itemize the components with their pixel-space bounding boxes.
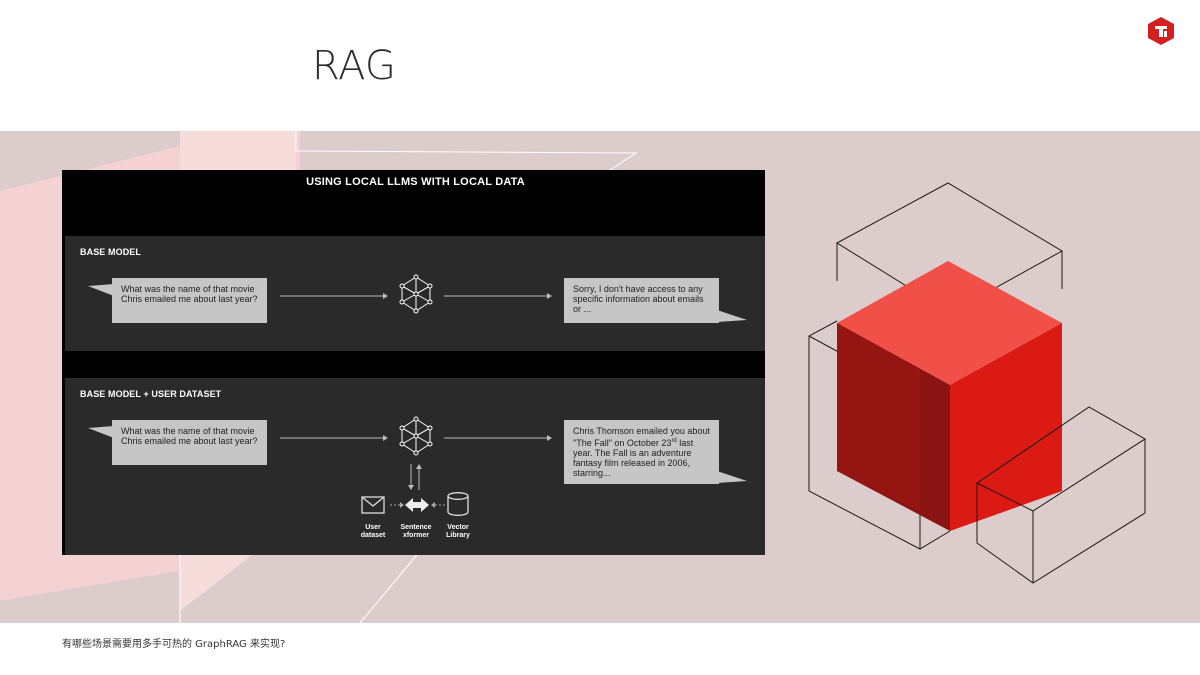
dotted-arrow-icon <box>390 502 404 508</box>
section-label: BASE MODEL + USER DATASET <box>80 389 222 399</box>
speech-tail-icon <box>88 284 114 296</box>
rag-section: BASE MODEL + USER DATASET What was the n… <box>65 378 765 555</box>
dotted-arrow-icon <box>431 502 445 508</box>
slide-title: RAG <box>312 43 396 89</box>
question-bubble: What was the name of that movie Chris em… <box>112 420 267 465</box>
arrow-right-icon <box>280 435 388 441</box>
answer-bubble: Sorry, I don't have access to any specif… <box>564 278 719 323</box>
speech-tail-icon <box>717 471 747 483</box>
envelope-icon <box>361 496 385 514</box>
content-band: USING LOCAL LLMS WITH LOCAL DATA BASE MO… <box>0 131 1200 623</box>
isometric-cube-illustration <box>808 182 1146 584</box>
rag-diagram-panel: USING LOCAL LLMS WITH LOCAL DATA BASE MO… <box>62 170 765 555</box>
brand-logo-icon <box>1148 17 1174 45</box>
pipeline-label-user-dataset: User dataset <box>360 524 386 539</box>
speech-tail-icon <box>88 426 114 438</box>
pipeline-label-vector-library: Vector Library <box>446 524 470 539</box>
answer-text: Chris Thomson emailed you about "The Fal… <box>573 426 710 448</box>
arrow-right-icon <box>444 293 552 299</box>
double-arrow-icon <box>405 498 429 512</box>
neural-network-icon <box>399 274 433 314</box>
bidirectional-arrows-icon <box>408 464 422 490</box>
panel-title: USING LOCAL LLMS WITH LOCAL DATA <box>306 176 525 188</box>
slide-footer: 有哪些场景需要用多手可热的 GraphRAG 来实现? <box>62 639 286 650</box>
arrow-right-icon <box>280 293 388 299</box>
question-bubble: What was the name of that movie Chris em… <box>112 278 267 323</box>
section-label: BASE MODEL <box>80 247 142 257</box>
database-icon <box>447 492 469 516</box>
pipeline-label-sentence-xformer: Sentence xformer <box>400 524 432 539</box>
answer-text: last year. The Fall is an adventure fant… <box>573 438 694 478</box>
answer-ordinal-suffix: rd <box>671 438 677 444</box>
answer-bubble: Chris Thomson emailed you about "The Fal… <box>564 420 719 484</box>
base-model-section: BASE MODEL What was the name of that mov… <box>65 236 765 351</box>
arrow-right-icon <box>444 435 552 441</box>
speech-tail-icon <box>717 310 747 322</box>
neural-network-icon <box>399 416 433 456</box>
